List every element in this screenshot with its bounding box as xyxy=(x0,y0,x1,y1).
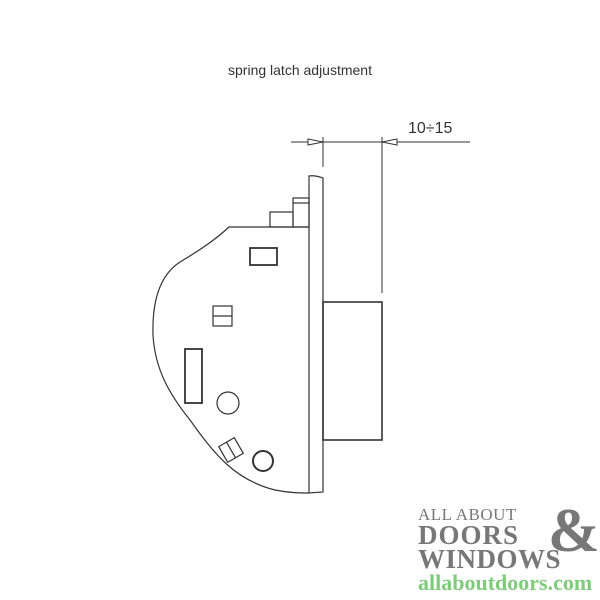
logo-line2: DOORS xyxy=(418,520,520,550)
logo-ampersand: & xyxy=(548,497,600,565)
dimension-lines xyxy=(291,137,470,293)
lock-body xyxy=(152,175,324,494)
arrow-left-icon xyxy=(381,138,398,146)
arrow-right-icon xyxy=(307,138,324,146)
logo-url: allaboutdoors.com xyxy=(418,570,593,595)
diagram-title: spring latch adjustment xyxy=(228,62,372,78)
logo-line1: ALL ABOUT xyxy=(418,505,517,524)
dimension-label: 10÷15 xyxy=(408,120,453,137)
spring-latch xyxy=(322,301,383,441)
brand-logo: ALL ABOUT DOORS & WINDOWS allaboutdoors.… xyxy=(418,500,600,595)
logo-line3: WINDOWS xyxy=(418,544,562,574)
